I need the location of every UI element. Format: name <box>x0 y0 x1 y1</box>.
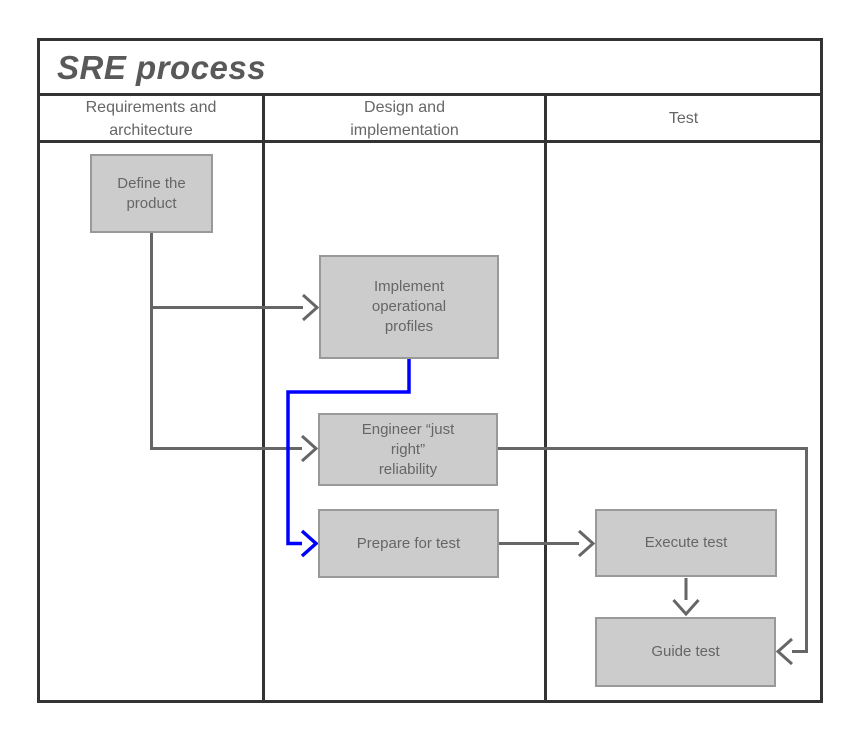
arrowhead-into-guide-test-top <box>672 599 700 617</box>
lane-header-design-implementation: Design and implementation <box>265 96 544 141</box>
lane-header-test: Test <box>547 96 820 141</box>
diagram-title: SRE process <box>57 48 267 86</box>
node-implement-operational-profiles: Implement operational profiles <box>319 255 499 359</box>
arrowhead-into-execute-test <box>578 529 596 558</box>
edge-define-to-engineer <box>150 233 302 450</box>
lane-header-requirements-architecture: Requirements and architecture <box>40 96 262 141</box>
node-execute-test: Execute test <box>595 509 777 577</box>
diagram-title-bar: SRE process <box>40 41 820 94</box>
lane-header-label: Requirements and architecture <box>85 98 217 139</box>
arrowhead-into-guide-test-right <box>775 637 793 666</box>
arrowhead-into-prepare-test-highlight <box>300 529 319 558</box>
lane-header-label: Design and implementation <box>350 98 459 139</box>
arrowhead-into-engineer-reliability <box>301 434 319 463</box>
node-prepare-for-test: Prepare for test <box>318 509 499 578</box>
arrowhead-into-implement-profiles <box>302 293 320 322</box>
node-guide-test: Guide test <box>595 617 776 687</box>
node-engineer-just-right-reliability: Engineer “just right” reliability <box>318 413 498 486</box>
node-define-the-product: Define the product <box>90 154 213 233</box>
edge-engineer-to-guide <box>498 447 808 653</box>
edge-implement-to-prepare-highlight <box>286 359 411 546</box>
diagram-outer-border <box>37 38 823 703</box>
lane-header-label: Test <box>668 110 699 127</box>
